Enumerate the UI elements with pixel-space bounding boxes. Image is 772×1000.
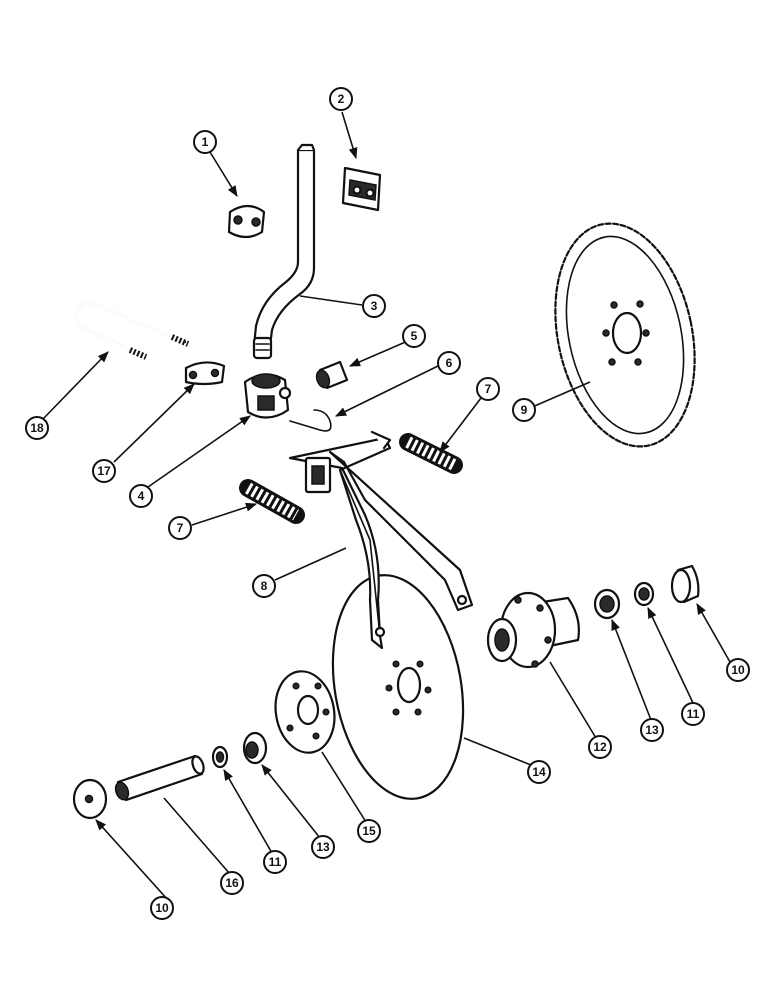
callout-label: 8 (261, 579, 268, 593)
flange (274, 670, 336, 754)
callout-label: 17 (97, 464, 111, 478)
callout-18: 18 (25, 416, 49, 440)
small-clamp (227, 204, 266, 239)
callout-13-left: 13 (311, 835, 335, 859)
bearing-race-left (211, 745, 229, 769)
callout-label: 18 (30, 421, 44, 435)
clamp-plate (341, 166, 382, 212)
callout-4: 4 (129, 484, 153, 508)
callout-3: 3 (362, 294, 386, 318)
callout-7-upper: 7 (476, 377, 500, 401)
callout-10-right: 10 (726, 658, 750, 682)
hub (486, 591, 580, 669)
leader-lines (41, 111, 731, 901)
callout-label: 9 (521, 403, 528, 417)
callout-14: 14 (527, 760, 551, 784)
swivel-block (243, 373, 292, 419)
y-arm-bracket (288, 430, 474, 650)
callout-label: 11 (687, 707, 700, 721)
callout-2: 2 (329, 87, 353, 111)
callout-label: 16 (225, 876, 239, 890)
spring-lower (239, 479, 305, 524)
small-u-bolt (289, 409, 332, 432)
callout-11-right: 11 (681, 702, 705, 726)
callout-label: 2 (338, 92, 345, 106)
callout-label: 1 (202, 135, 209, 149)
bent-shank (252, 143, 316, 360)
bushing (315, 360, 349, 390)
dust-cap-left (72, 778, 108, 820)
callout-16: 16 (220, 871, 244, 895)
callout-6: 6 (437, 351, 461, 375)
callout-label: 7 (177, 521, 184, 535)
axle-tube (114, 754, 205, 802)
callout-11-left: 11 (263, 850, 287, 874)
callout-label: 7 (485, 382, 492, 396)
bearing-right (593, 588, 621, 620)
notched-coulter-blade (554, 222, 696, 448)
callout-1: 1 (193, 130, 217, 154)
callout-15: 15 (357, 819, 381, 843)
spring-upper (399, 433, 463, 474)
callout-label: 14 (532, 765, 546, 779)
dust-cap-right (670, 564, 700, 604)
u-bolt (74, 301, 190, 360)
callout-13-right: 13 (640, 718, 664, 742)
callout-label: 5 (411, 329, 418, 343)
disc-blade (331, 574, 465, 800)
callout-12: 12 (588, 735, 612, 759)
callout-label: 13 (316, 840, 330, 854)
callout-8: 8 (252, 574, 276, 598)
clamp-half (184, 361, 226, 386)
callout-label: 15 (362, 824, 376, 838)
callout-label: 10 (731, 663, 745, 677)
callout-label: 13 (645, 723, 659, 737)
callout-label: 10 (155, 901, 169, 915)
bearing-left (242, 731, 268, 765)
callout-5: 5 (402, 324, 426, 348)
callout-9: 9 (512, 398, 536, 422)
callout-7-lower: 7 (168, 516, 192, 540)
callout-10-left: 10 (150, 896, 174, 920)
callout-label: 12 (593, 740, 607, 754)
callout-label: 11 (269, 855, 282, 869)
callout-17: 17 (92, 459, 116, 483)
callout-label: 3 (371, 299, 378, 313)
callout-label: 4 (138, 489, 145, 503)
bearing-race-right (633, 581, 655, 607)
callout-label: 6 (446, 356, 453, 370)
